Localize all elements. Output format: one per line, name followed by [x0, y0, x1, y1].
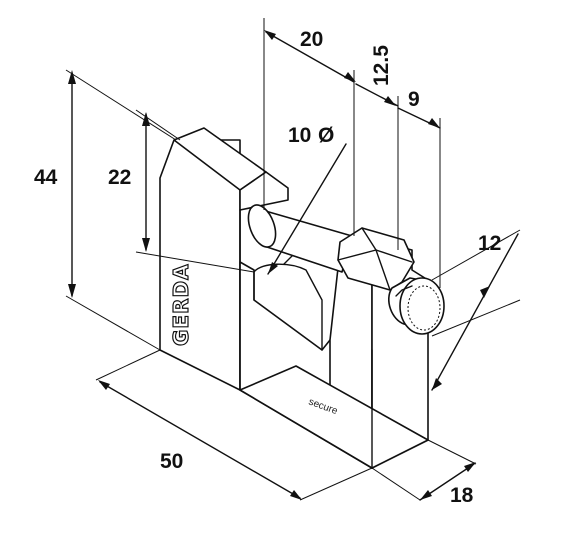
- shackle-bar: [247, 204, 353, 273]
- dim-height: 44: [34, 166, 58, 189]
- dim-width: 50: [160, 450, 183, 473]
- dim-shackle-nut: 12.5: [370, 45, 393, 86]
- brand-logo: GERDA: [169, 263, 193, 346]
- dim-shackle-diameter: 10 Ø: [288, 124, 334, 147]
- dim-opening-width: 20: [300, 28, 323, 51]
- dim-cylinder-diameter: 12: [478, 232, 501, 255]
- dim-cylinder-length: 9: [408, 88, 420, 111]
- dim-depth: 18: [450, 484, 474, 507]
- dim-shackle-diameter-value: 10: [288, 124, 311, 147]
- cylinder: [388, 277, 445, 335]
- dim-opening-height: 22: [108, 166, 131, 189]
- dimension-lines: [65, 18, 521, 501]
- diameter-symbol: Ø: [318, 124, 334, 147]
- shackle-opening: [253, 263, 323, 351]
- padlock-body: [159, 127, 429, 469]
